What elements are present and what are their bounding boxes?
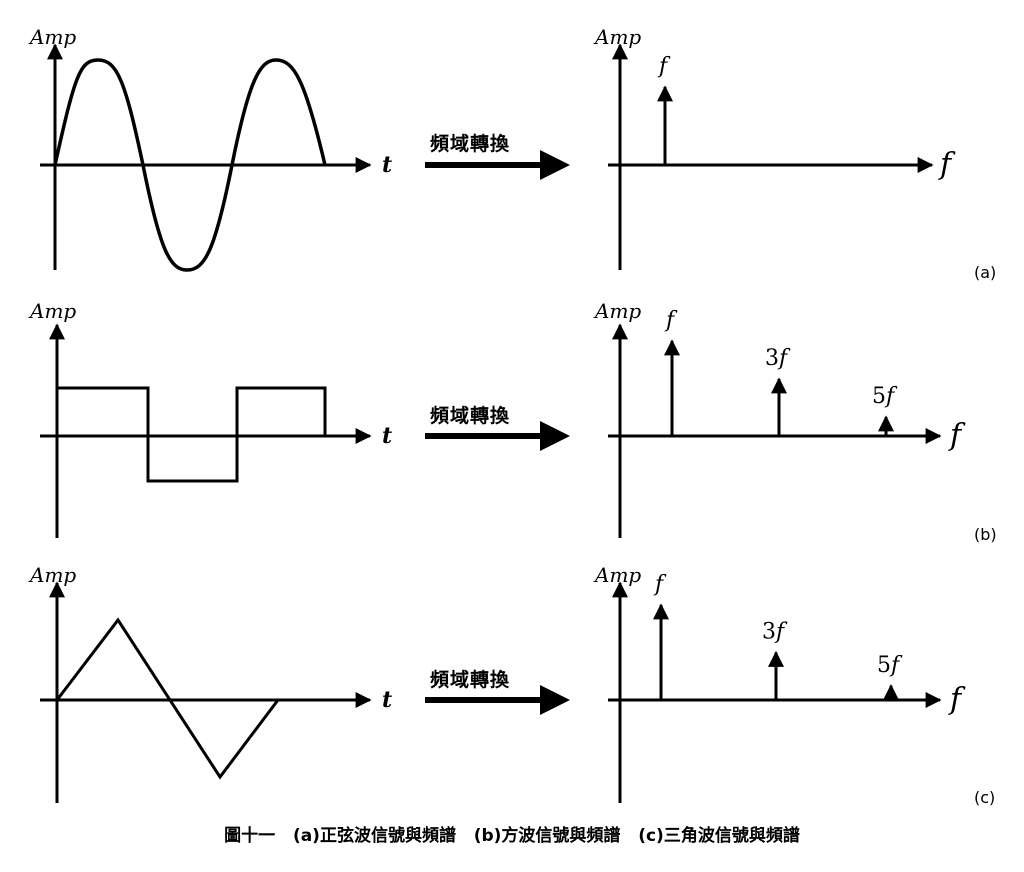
transform-arrow-label: 頻域轉換 (430, 404, 510, 427)
freq-axis-label: f (948, 682, 966, 717)
panel-tag: (a) (974, 263, 996, 282)
time-axis-label: t (382, 423, 392, 449)
caption-part-b: (b)方波信號與頻譜 (473, 826, 621, 846)
square-wave (57, 386, 327, 483)
harmonic-label-h1: f (664, 308, 678, 333)
spectrum-b: Amp f f 3f 5f (593, 299, 966, 538)
transform-arrow: 頻域轉換 (425, 132, 570, 180)
transform-arrow-label: 頻域轉換 (430, 132, 510, 155)
harmonic-label-h5: 5f (877, 653, 903, 678)
panel-tag: (b) (974, 525, 997, 544)
transform-arrow-label: 頻域轉換 (430, 668, 510, 691)
amp-axis-label: Amp (28, 299, 76, 323)
panel-a: Amp t 頻域轉換 Amp f f (a) (28, 25, 996, 282)
harmonic-label-h1: f (657, 54, 671, 79)
harmonic-label-h1: f (653, 572, 667, 597)
harmonic-label-h3: 3f (762, 620, 788, 645)
amp-axis-label: Amp (28, 563, 76, 587)
panel-b: Amp t 頻域轉換 Amp f f 3f 5f (b) (28, 299, 997, 544)
amp-axis-label: Amp (593, 563, 641, 587)
time-axis-label: t (382, 687, 392, 713)
transform-arrow: 頻域轉換 (425, 668, 570, 715)
figure-caption: 圖十一 (a)正弦波信號與頻譜 (b)方波信號與頻譜 (c)三角波信號與頻譜 (0, 821, 1024, 846)
harmonic-label-h5: 5f (872, 384, 898, 409)
time-domain-sine: Amp t (28, 25, 392, 272)
spectrum-a: Amp f f (593, 25, 956, 270)
spectrum-lines: f 3f 5f (664, 308, 898, 436)
triangle-wave (55, 617, 280, 780)
spectrum-lines: f 3f 5f (653, 572, 903, 701)
caption-part-a: (a)正弦波信號與頻譜 (292, 826, 456, 846)
time-domain-triangle: Amp t (28, 563, 392, 803)
amp-axis-label: Amp (593, 299, 641, 323)
time-domain-square: Amp t (28, 299, 392, 538)
sine-wave (53, 58, 327, 272)
time-axis-label: t (382, 152, 392, 178)
harmonic-label-h3: 3f (765, 346, 791, 371)
transform-arrow: 頻域轉換 (425, 404, 570, 451)
amp-axis-label: Amp (28, 25, 76, 49)
freq-axis-label: f (938, 147, 956, 182)
amp-axis-label: Amp (593, 25, 641, 49)
freq-axis-label: f (948, 418, 966, 453)
caption-part-c: (c)三角波信號與頻譜 (638, 826, 800, 846)
panel-c: Amp t 頻域轉換 Amp f f 3f 5f (c) (28, 563, 995, 807)
panel-tag: (c) (974, 788, 995, 807)
spectrum-lines: f (657, 54, 673, 165)
figure-number: 圖十一 (224, 826, 276, 846)
spectrum-c: Amp f f 3f 5f (593, 563, 966, 803)
